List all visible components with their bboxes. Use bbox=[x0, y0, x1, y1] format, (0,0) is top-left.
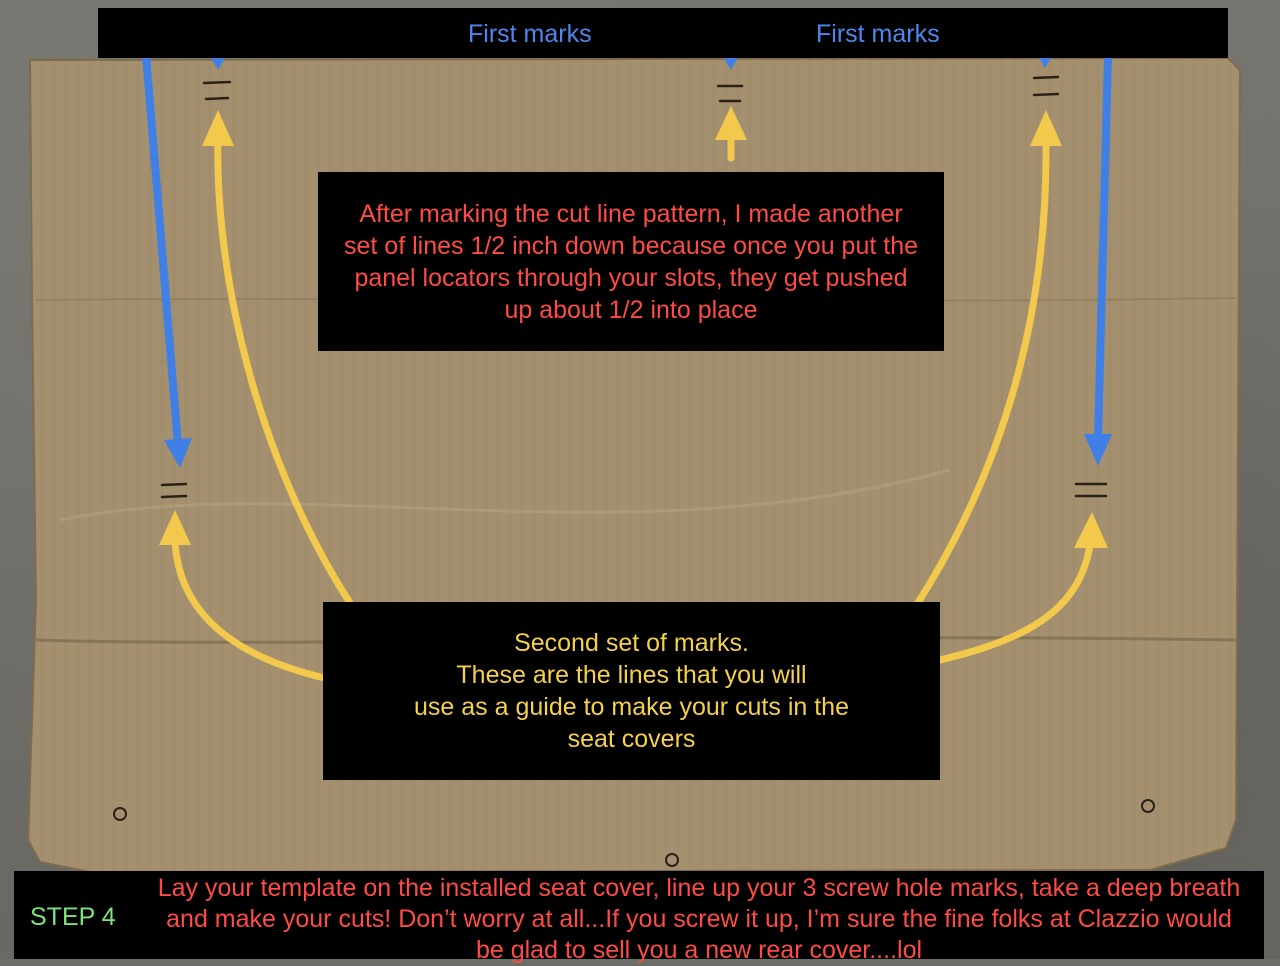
instruction-text: Lay your template on the installed seat … bbox=[157, 874, 1241, 964]
second-marks-note-box: Second set of marks. These are the lines… bbox=[323, 602, 940, 780]
top-banner: First marks First marks bbox=[98, 8, 1228, 58]
yellow-arrows bbox=[171, 136, 1094, 686]
first-marks-label-left: First marks bbox=[468, 20, 592, 48]
second-marks-line-4: seat covers bbox=[567, 725, 696, 753]
bottom-banner: STEP 4 Lay your template on the installe… bbox=[14, 871, 1264, 964]
step-label: STEP 4 bbox=[30, 903, 116, 931]
screw-hole-marks bbox=[113, 799, 1155, 867]
pen-marks bbox=[160, 75, 1108, 499]
second-marks-line-3: use as a guide to make your cuts in the bbox=[414, 693, 849, 721]
second-marks-line-2: These are the lines that you will bbox=[456, 661, 807, 689]
second-marks-line-1: Second set of marks. bbox=[514, 629, 749, 657]
first-marks-label-right: First marks bbox=[816, 20, 940, 48]
marking-note-text: After marking the cut line pattern, I ma… bbox=[344, 199, 918, 324]
marking-note-box: After marking the cut line pattern, I ma… bbox=[318, 172, 944, 351]
